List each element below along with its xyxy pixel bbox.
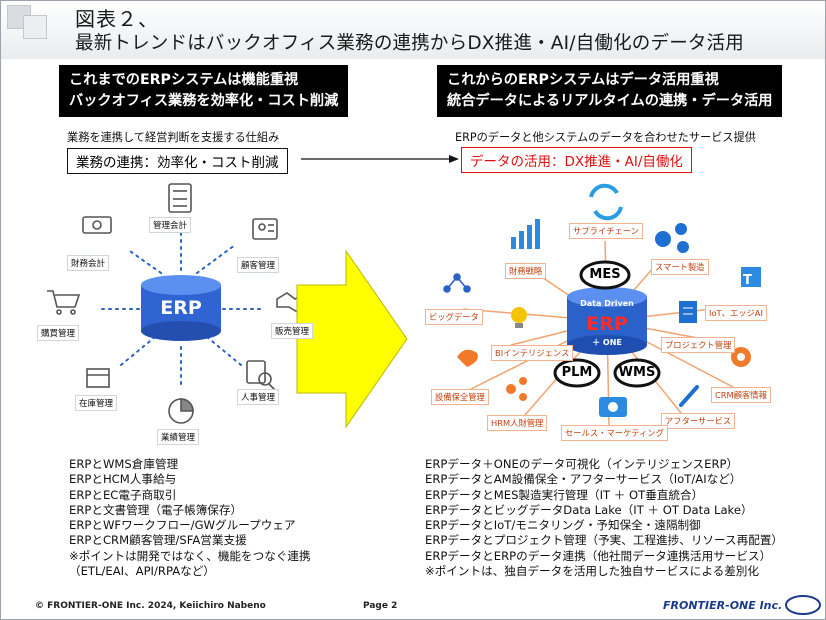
cart-icon — [47, 290, 81, 315]
badge-mes: MES — [589, 267, 621, 282]
left-erp-label: ERP — [160, 297, 202, 319]
list-item: ERPデータとビッグデータData Lake（IT ＋ OT Data Lake… — [425, 502, 753, 517]
calculator-icon — [168, 183, 192, 213]
left-header-line2: バックオフィス業務を効率化・コスト削減 — [69, 93, 339, 109]
node-supply-chain: サプライチェーン — [569, 223, 643, 239]
id-card-icon — [252, 218, 278, 240]
copyright: © FRONTIER-ONE Inc. 2024, Keiichiro Nabe… — [35, 601, 266, 611]
right-list: ERPデータ＋ONEのデータ可視化（インテリジェンスERP） ERPデータとAM… — [425, 457, 783, 579]
node-inventory-management: 在庫管理 — [75, 395, 118, 411]
right-erp-cylinder — [567, 287, 647, 355]
list-item: ERPデータとERPのデータ連携（他社間データ連携活用サービス） — [425, 548, 772, 563]
node-bi-intelligence: BIインテリジェンス — [491, 345, 574, 361]
settings-gear-icon — [731, 347, 751, 367]
node-management-accounting: 管理会計 — [149, 217, 192, 233]
list-item: ERPとEC電子商取引 — [69, 487, 177, 502]
bar-chart-icon — [511, 219, 540, 249]
list-item: ERPデータとプロジェクト管理（予実、工程進捗、リソース再配置） — [425, 533, 784, 548]
connector-arrowhead — [449, 155, 459, 163]
list-item: ERPとWMS倉庫管理 — [69, 457, 179, 471]
right-header-line1: これからのERPシステムはデータ活用重視 — [447, 72, 719, 88]
list-item: （ETL/EAI、API/RPAなど） — [69, 564, 215, 579]
list-item: ERPデータとMES製造実行管理（IT ＋ OT垂直統合） — [425, 487, 704, 502]
node-performance-management: 業績管理 — [157, 429, 200, 445]
lightbulb-icon — [511, 307, 527, 328]
right-subtitle: ERPのデータと他システムのデータを合わせたサービス提供 — [455, 131, 756, 144]
list-item: ERPと文書管理（電子帳簿保存） — [69, 502, 243, 517]
node-sales-management: 販売管理 — [271, 323, 314, 339]
node-after-service: アフターサービス — [661, 413, 736, 429]
left-subtitle: 業務を連携して経営判断を支援する仕組み — [67, 131, 280, 144]
data-driven-label: Data Driven — [580, 299, 634, 308]
wrench-icon — [679, 385, 699, 407]
right-erp-label: ERP — [586, 313, 628, 335]
list-item: ERPデータとAM設備保全・アフターサービス（IoT/AIなど） — [425, 472, 742, 487]
node-crm-customer-info: CRM顧客情報 — [711, 387, 771, 403]
title-decoration — [23, 15, 47, 39]
list-item: ERPデータとIoT/モニタリング・予知保全・遠隔制御 — [425, 518, 701, 533]
left-summary-box: 業務の連携：効率化・コスト削減 — [67, 148, 288, 174]
svg-text:T: T — [743, 273, 752, 288]
money-tag-icon — [599, 397, 627, 417]
node-project-management: プロジェクト管理 — [661, 337, 736, 353]
box-icon — [86, 368, 110, 388]
title-bar: 図表２、 最新トレンドはバックオフィス業務の連携からDX推進・AI/自働化のデー… — [1, 1, 825, 59]
node-customer-management: 顧客管理 — [237, 257, 280, 273]
node-big-data: ビッグデータ — [425, 309, 483, 325]
node-financial-strategy: 財務戦略 — [505, 263, 547, 279]
refresh-cycle-icon — [589, 183, 623, 221]
person-search-icon — [246, 360, 276, 391]
page-number: Page 2 — [363, 601, 398, 611]
company-logo-text: FRONTIER-ONE Inc. — [663, 599, 783, 612]
money-icon — [82, 216, 112, 234]
list-item: ※ポイントは、独自データを活用した独自サービスによる差別化 — [425, 564, 759, 579]
pie-chart-icon — [168, 398, 194, 424]
list-item: ERPとCRM顧客管理/SFA営業支援 — [69, 533, 247, 548]
hand-care-icon — [457, 349, 478, 367]
node-iot-edge-ai: IoT、エッジAI — [705, 305, 767, 321]
badge-wms: WMS — [618, 365, 656, 380]
list-item: ERPデータ＋ONEのデータ可視化（インテリジェンスERP） — [425, 457, 739, 471]
right-header: これからのERPシステムはデータ活用重視 統合データによるリアルタイムの連携・デ… — [437, 65, 783, 117]
right-summary-box: データの活用：DX推進・AI/自働化 — [461, 147, 692, 173]
list-item: ERPとHCM人事給与 — [69, 472, 177, 487]
page-title: 最新トレンドはバックオフィス業務の連携からDX推進・AI/自働化のデータ活用 — [75, 33, 744, 54]
node-hrm: HRM人財管理 — [487, 415, 548, 431]
left-erp-cylinder — [141, 275, 221, 341]
left-header: これまでのERPシステムは機能重視 バックオフィス業務を効率化・コスト削減 — [59, 65, 349, 117]
plus-one-label: ＋ ONE — [592, 338, 622, 347]
gears-icon — [655, 223, 689, 253]
people-network-icon — [506, 377, 527, 401]
node-sales-marketing: セールス・マーケティング — [561, 425, 668, 441]
badge-plm: PLM — [561, 365, 593, 380]
list-item: ※ポイントは開発ではなく、機能をつなぐ連携 — [69, 548, 311, 563]
badge-shapes — [553, 260, 661, 388]
figure-number: 図表２、 — [75, 7, 159, 31]
left-header-line1: これまでのERPシステムは機能重視 — [69, 72, 299, 88]
node-financial-accounting: 財務会計 — [67, 255, 110, 271]
node-hr-management: 人事管理 — [237, 389, 280, 405]
node-smart-manufacturing: スマート製造 — [651, 259, 709, 275]
right-header-line2: 統合データによるリアルタイムの連携・データ活用 — [447, 93, 773, 109]
node-equipment-maintenance: 設備保全管理 — [431, 389, 489, 405]
list-item: ERPとWFワークフロー/GWグループウェア — [69, 518, 296, 533]
node-purchasing-management: 購買管理 — [37, 325, 80, 341]
network-icon — [443, 273, 471, 293]
left-list: ERPとWMS倉庫管理 ERPとHCM人事給与 ERPとEC電子商取引 ERPと… — [69, 457, 311, 579]
left-spokes — [100, 232, 264, 388]
iot-icon: T — [741, 267, 761, 288]
transition-arrow — [296, 249, 408, 429]
document-icon — [679, 301, 697, 323]
